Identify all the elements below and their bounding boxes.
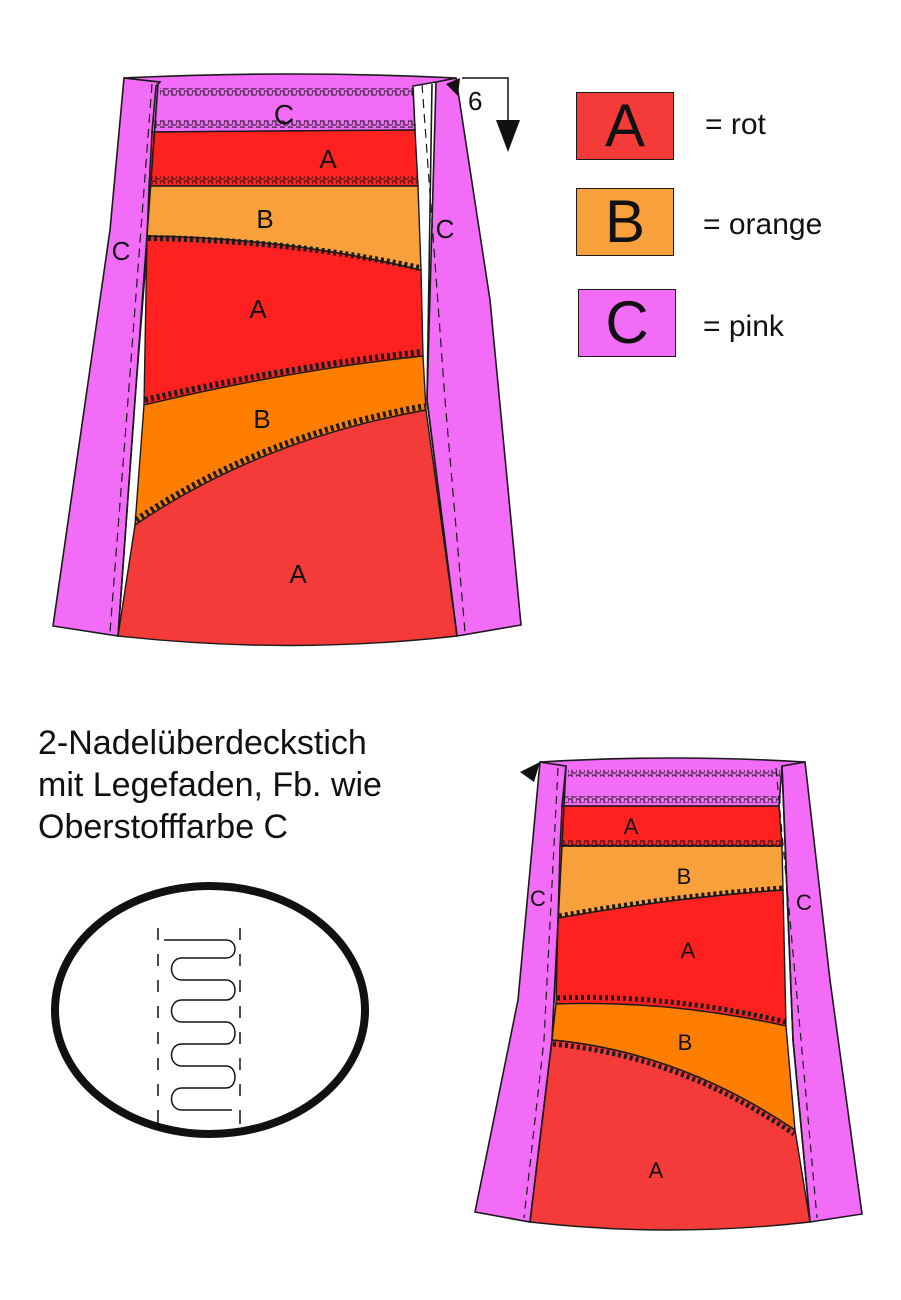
- arrow-step-label: 6: [468, 86, 483, 116]
- large-panel-label: B: [253, 404, 270, 434]
- stitch-note-line: Oberstofffarbe C: [38, 808, 289, 846]
- small-side-label-right: C: [796, 890, 812, 915]
- small-panel-label: A: [649, 1158, 664, 1183]
- large-panel-label: A: [289, 559, 307, 589]
- large-panel-label: A: [249, 294, 267, 324]
- legend-text-c: = pink: [703, 310, 784, 343]
- large-panel-label: B: [256, 204, 273, 234]
- stitch-note: 2-Nadelüberdeckstich mit Legefaden, Fb. …: [38, 722, 382, 848]
- large-skirt: C A B A B A C C: [52, 73, 522, 647]
- large-side-label-left: C: [112, 236, 131, 266]
- small-panel-label: B: [677, 864, 692, 889]
- large-side-label-right: C: [436, 214, 455, 244]
- small-panel-label: A: [681, 938, 696, 963]
- direction-arrow-icon: [446, 77, 520, 152]
- small-side-label-left: C: [530, 886, 546, 911]
- large-panel-label: C: [274, 99, 294, 130]
- large-panel-label: A: [319, 144, 337, 174]
- small-skirt: A B A B A C C: [474, 757, 863, 1231]
- stitch-detail: [51, 882, 369, 1138]
- small-panel-label: B: [678, 1030, 693, 1055]
- legend-text-a: = rot: [705, 108, 766, 141]
- stitch-note-line: mit Legefaden, Fb. wie: [38, 766, 382, 804]
- legend-swatch-b: B: [576, 188, 674, 256]
- legend-swatch-c: C: [578, 289, 676, 357]
- small-panel-label: A: [624, 814, 639, 839]
- legend-text-b: = orange: [703, 208, 823, 241]
- stitch-note-line: 2-Nadelüberdeckstich: [38, 724, 367, 762]
- small-arrow-icon: [520, 762, 540, 782]
- legend-swatch-a: A: [576, 92, 674, 160]
